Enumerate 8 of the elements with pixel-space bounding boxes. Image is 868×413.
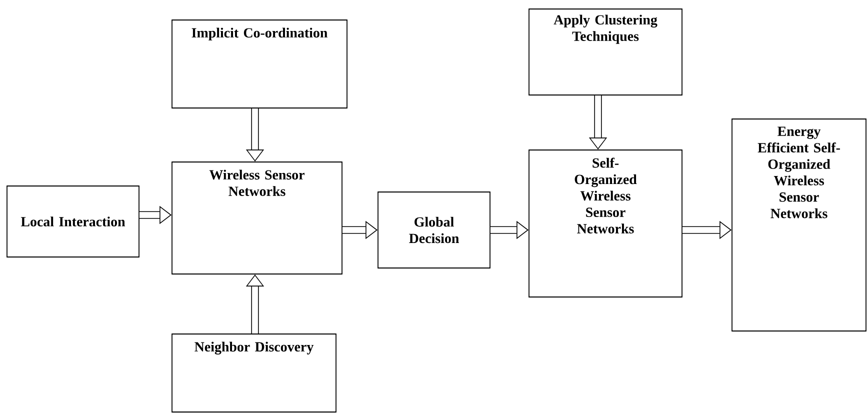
process-box: Wireless Sensor Networks [172, 162, 342, 274]
process-box: Neighbor Discovery [172, 334, 336, 412]
process-box: Implicit Co-ordination [172, 20, 348, 108]
process-box: Self- Organized Wireless Sensor Networks [528, 150, 682, 298]
process-box: Apply Clustering Techniques [528, 8, 682, 96]
process-box: Energy Efficient Self- Organized Wireless Sensor Networks [732, 118, 866, 332]
process-box: Local Interaction [6, 186, 140, 258]
process-box: Global Decision [378, 192, 490, 268]
